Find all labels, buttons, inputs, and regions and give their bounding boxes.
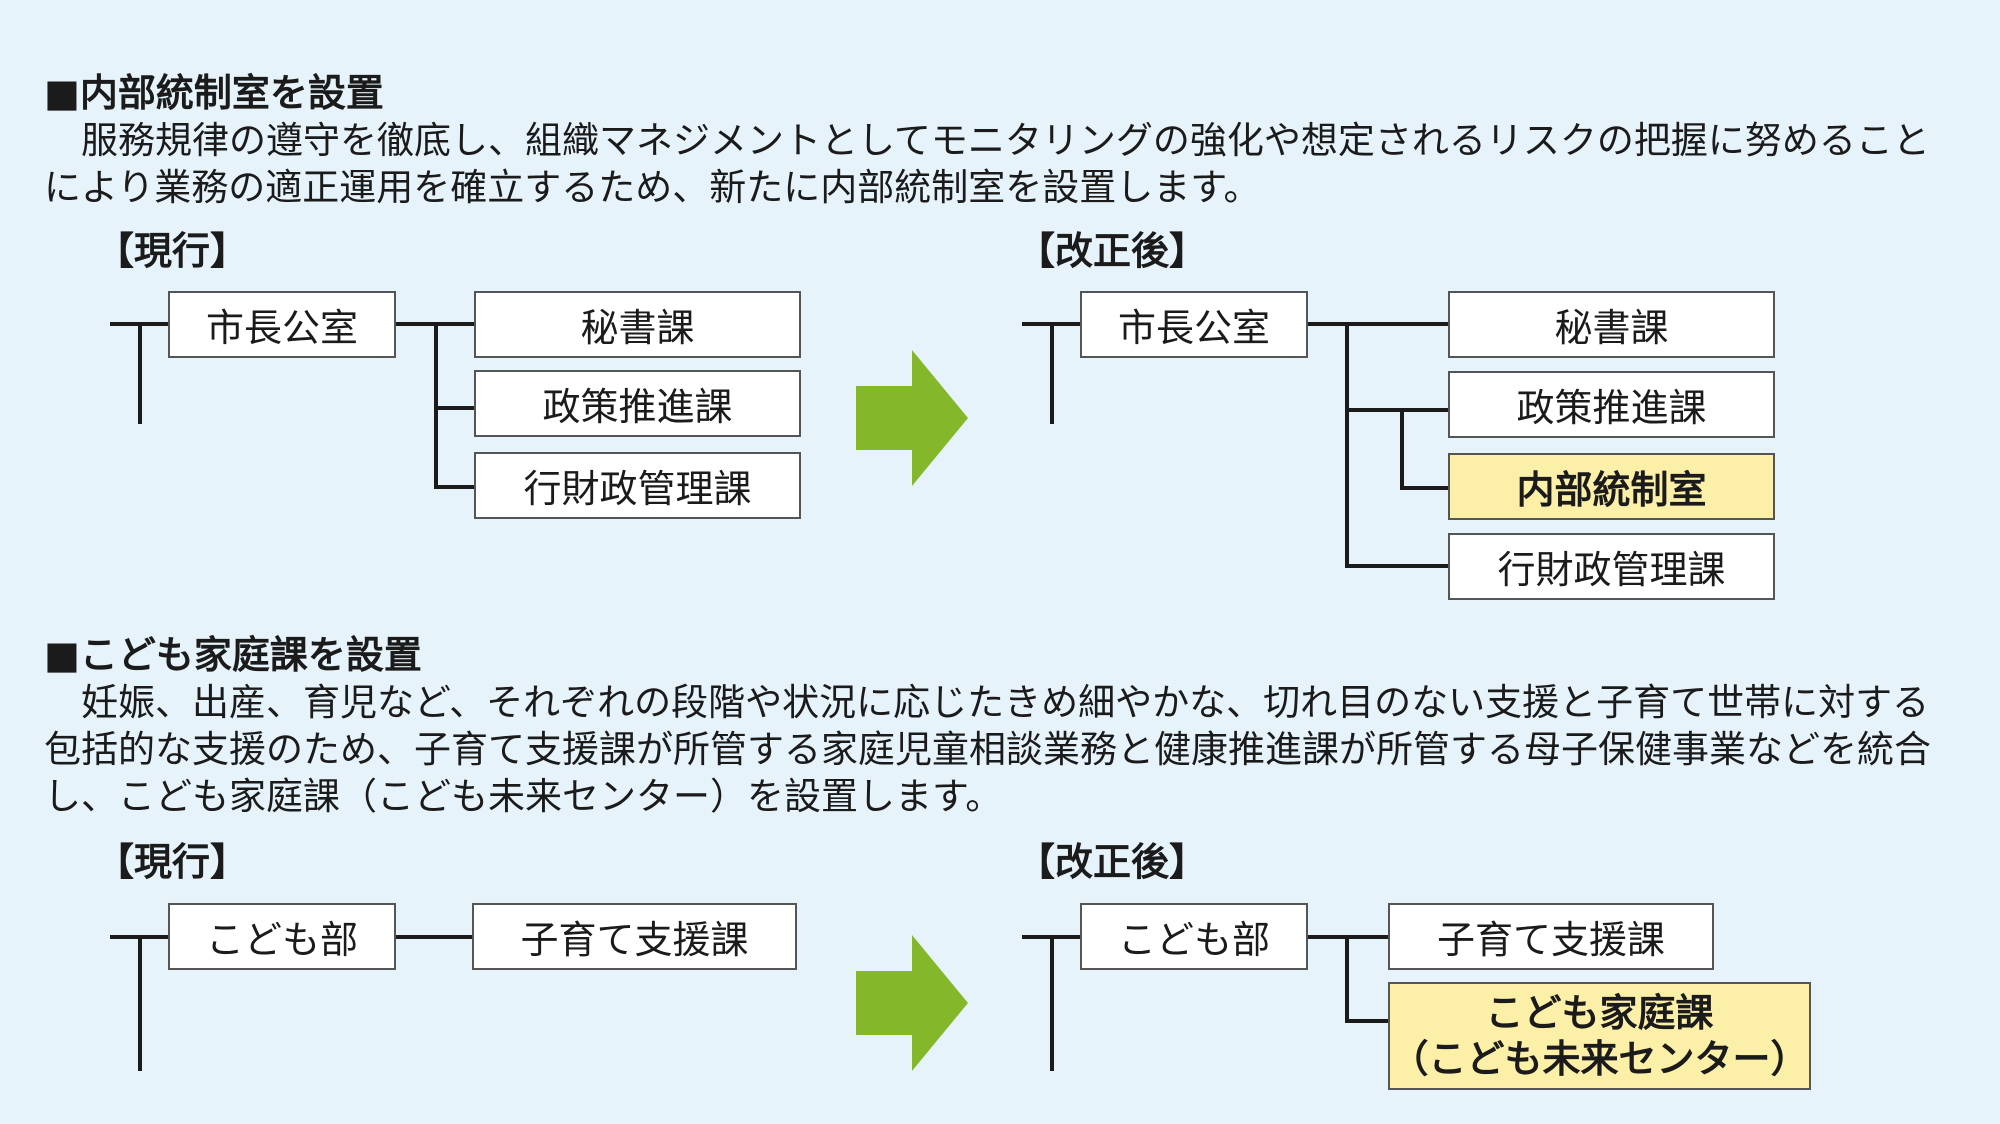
s1-rev-child-box: 政策推進課 (1448, 371, 1775, 438)
s1-cur-branch2 (434, 406, 474, 410)
section1-paragraph: 服務規律の遵守を徹底し、組織マネジメントとしてモニタリングの強化や想定されるリス… (44, 119, 1930, 209)
s2-rev-parent-box: こども部 (1080, 903, 1308, 970)
s1-rev-parent-box: 市長公室 (1080, 291, 1308, 358)
s2-cur-conn-h (396, 935, 472, 939)
s1-rev-trunk (1345, 322, 1349, 568)
s2-cur-child-box: 子育て支援課 (472, 903, 797, 970)
s2-rev-root-v (1050, 935, 1054, 1071)
s1-cur-parent-box: 市長公室 (168, 291, 396, 358)
s1-rev-conn-h (1308, 322, 1448, 326)
s1-rev-new-unit-box: 内部統制室 (1448, 453, 1775, 520)
s2-rev-new-unit-box: こども家庭課 （こども未来センター） (1388, 982, 1811, 1090)
s1-rev-branch2 (1345, 408, 1448, 412)
s2-rev-child-box: 子育て支援課 (1388, 903, 1714, 970)
s1-cur-trunk (434, 322, 438, 489)
s1-arrow-icon (856, 350, 968, 486)
s1-cur-child-box: 政策推進課 (474, 370, 801, 437)
s1-cur-child-box: 秘書課 (474, 291, 801, 358)
s2-new-unit-line2: （こども未来センター） (1390, 1037, 1809, 1081)
section2-heading: ■こども家庭課を設置 (44, 633, 422, 677)
s2-cur-root-v (138, 935, 142, 1071)
s1-cur-branch3 (434, 485, 474, 489)
s1-current-label: 【現行】 (96, 229, 249, 273)
s2-rev-branch2 (1345, 1019, 1388, 1023)
s2-new-unit-line1: こども家庭課 (1485, 991, 1714, 1035)
s2-cur-parent-box: こども部 (168, 903, 396, 970)
section1-heading: ■内部統制室を設置 (44, 71, 384, 115)
s1-rev-root-v (1050, 322, 1054, 424)
s2-rev-trunk (1345, 935, 1349, 1023)
s2-arrow-icon (856, 935, 968, 1071)
s2-revised-label: 【改正後】 (1017, 840, 1208, 884)
s1-rev-sub-v (1400, 408, 1404, 490)
s1-rev-sub-h (1400, 486, 1448, 490)
s1-rev-child-box: 行財政管理課 (1448, 533, 1775, 600)
s1-revised-label: 【改正後】 (1017, 229, 1208, 273)
s1-cur-root-v (138, 322, 142, 424)
s1-rev-child-box: 秘書課 (1448, 291, 1775, 358)
s2-current-label: 【現行】 (96, 840, 249, 884)
s1-cur-child-box: 行財政管理課 (474, 452, 801, 519)
section2-paragraph: 妊娠、出産、育児など、それぞれの段階や状況に応じたきめ細やかな、切れ目のない支援… (44, 681, 1931, 818)
s1-rev-branch4 (1345, 564, 1448, 568)
